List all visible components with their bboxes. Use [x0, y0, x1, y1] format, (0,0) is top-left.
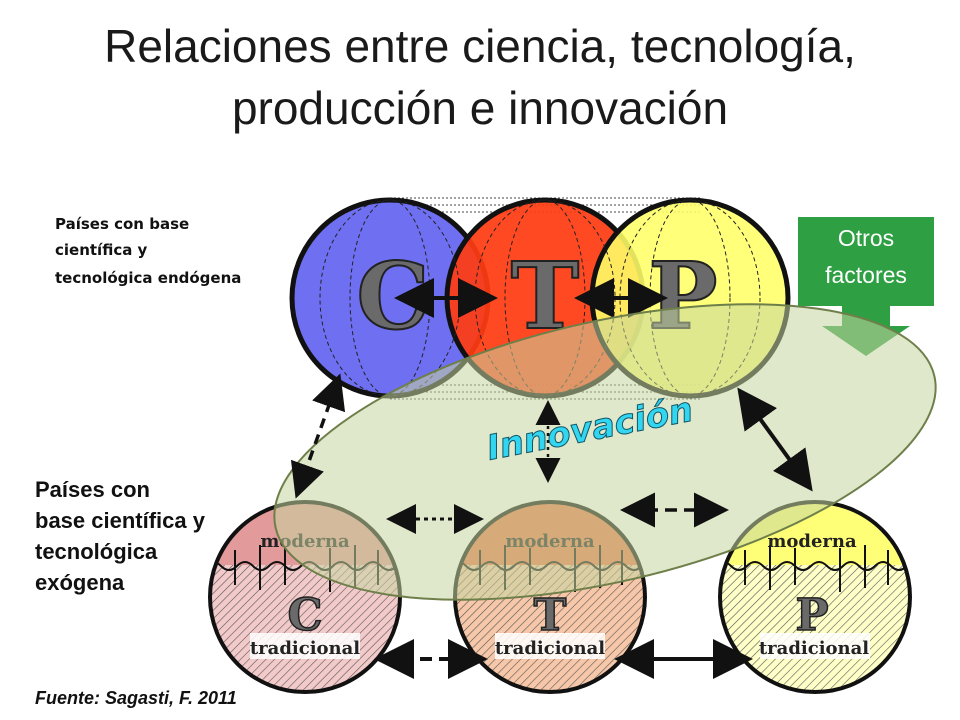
slide-title-line1: Relaciones entre ciencia, tecnología,: [104, 20, 856, 72]
lower-group-label-line4: exógena: [35, 570, 125, 595]
other-factors-line1: Otros: [838, 225, 894, 251]
source-citation: Fuente: Sagasti, F. 2011: [35, 688, 237, 708]
lower-group-label-line3: tecnológica: [35, 539, 158, 564]
arrow-lower-c-upper: [290, 373, 346, 499]
lower-letter-t: T: [534, 590, 567, 641]
lower-letter-p: P: [795, 590, 828, 641]
upper-group-label-line3: tecnológica endógena: [55, 269, 241, 287]
upper-group-label-line2: científica y: [55, 241, 148, 259]
lower-p-traditional-label: tradicional: [759, 638, 869, 659]
upper-group-label-line1: Países con base: [55, 215, 189, 233]
lower-p-modern-label: moderna: [767, 531, 857, 552]
lower-c-traditional-label: tradicional: [250, 638, 360, 659]
slide-title-line2: producción e innovación: [232, 82, 728, 134]
lower-group-label-line2: base científica y: [35, 508, 206, 533]
lower-group-label-line1: Países con: [35, 477, 150, 502]
other-factors-line2: factores: [825, 262, 907, 288]
arrow-upper-p-lower: [737, 387, 813, 492]
lower-letter-c: C: [287, 590, 322, 641]
lower-t-traditional-label: tradicional: [495, 638, 605, 659]
